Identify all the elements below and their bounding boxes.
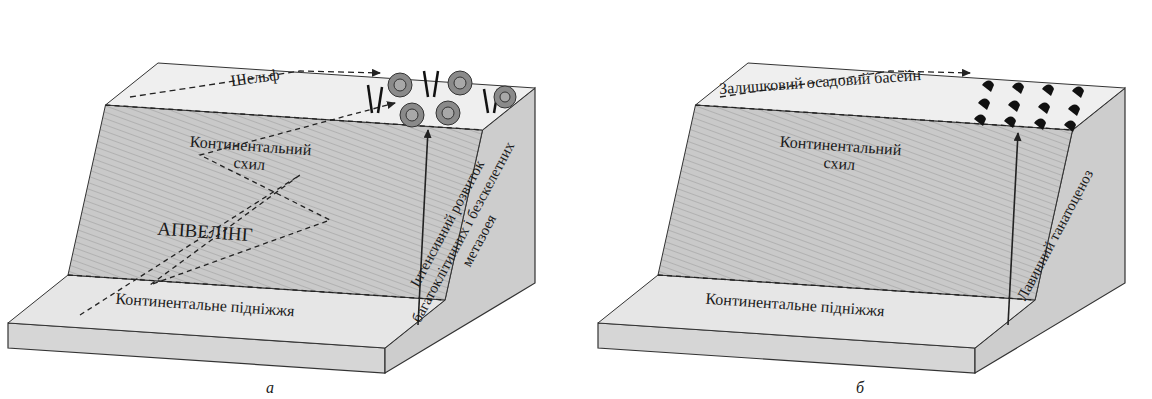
fossil-symbol [1042, 85, 1054, 97]
zone-label: Залишковий осадовий басейн [690, 64, 951, 100]
seaweed [378, 87, 382, 113]
shelf-edge-line [106, 105, 483, 130]
zone-label: Континентальний схил [174, 132, 326, 178]
fossil-symbol [1034, 119, 1046, 131]
zone-label: Шельф [194, 61, 315, 96]
seaweed [434, 71, 438, 97]
zone-label: Континентальне підніжжя [85, 288, 326, 323]
fossil-symbol [1064, 121, 1076, 133]
fossil-symbol [1004, 117, 1016, 129]
fossil-symbol [1068, 105, 1080, 117]
metazoa-cluster [368, 71, 516, 127]
panel-letter: а [255, 379, 285, 397]
seaweed [424, 71, 428, 97]
fossil-symbol [974, 115, 986, 127]
fossil-symbol [1072, 87, 1084, 99]
sponge [442, 107, 454, 119]
fossil-symbol [1012, 83, 1024, 95]
fossil-symbol [978, 99, 990, 111]
fossil-symbol [1038, 103, 1050, 115]
fossil-symbol [982, 81, 994, 93]
zone-label: Континентальне підніжжя [675, 288, 916, 323]
zone-label: Континентальний схил [764, 132, 916, 178]
shelf-surface [106, 63, 536, 130]
sponge [388, 73, 412, 97]
sponge [406, 109, 418, 121]
sponge [500, 92, 510, 102]
upwelling-arrow [80, 103, 395, 315]
side-face-note: Лавинний танатоценоз [991, 125, 1120, 345]
panel-letter: б [845, 379, 875, 397]
sponge [436, 101, 460, 125]
process-label: АПВЕЛІНГ [125, 217, 286, 246]
sponge [448, 71, 472, 95]
sponge [394, 79, 406, 91]
seaweed [484, 89, 488, 113]
fossil-symbol [1008, 101, 1020, 113]
panel-b [598, 63, 1125, 373]
sponge [400, 103, 424, 127]
side-face-note: Інтенсивний розвиток багатоклітинних і б… [383, 113, 543, 350]
seaweed [368, 85, 372, 113]
thanatocoenosis-cluster [974, 81, 1084, 133]
sponge [454, 77, 466, 89]
sponge [494, 86, 516, 108]
